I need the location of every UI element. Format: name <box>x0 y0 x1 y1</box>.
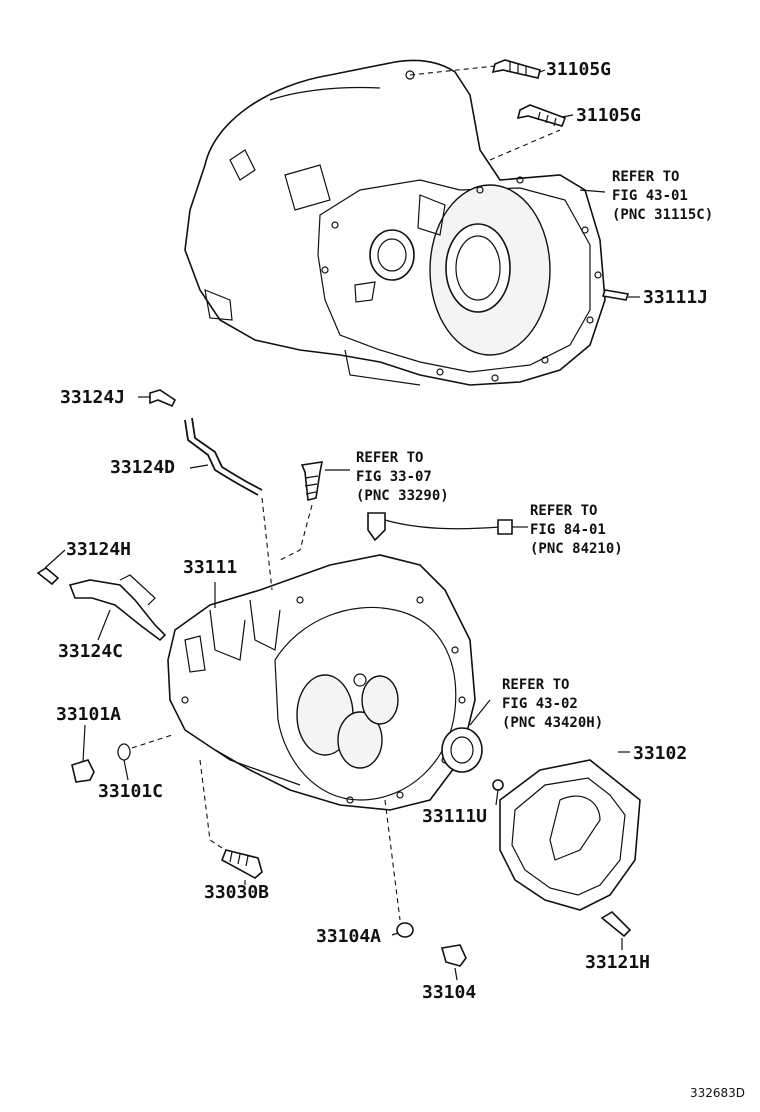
refer-43-01-line3: (PNC 31115C) <box>612 207 713 223</box>
refer-33-07-line1: REFER TO <box>356 450 423 466</box>
label-33111j: 33111J <box>643 287 708 308</box>
leader-dash-bolt2 <box>489 129 561 161</box>
plug-33104 <box>440 944 467 967</box>
refer-84-01-line3: (PNC 84210) <box>530 541 623 557</box>
label-33124d: 33124D <box>110 457 175 478</box>
cover-33102 <box>499 759 641 911</box>
refer-33-07-line3: (PNC 33290) <box>356 488 449 504</box>
leader-dash-33030b <box>199 759 226 851</box>
leader-dash-33124d <box>261 497 273 591</box>
leader-dash-33101 <box>131 734 173 749</box>
plug-33101a <box>71 759 95 783</box>
label-33102: 33102 <box>633 743 687 764</box>
label-33121h: 33121H <box>585 952 650 973</box>
label-33030b: 33030B <box>204 882 269 903</box>
part-refer-43420h <box>441 727 483 773</box>
bracket-33124c <box>68 574 167 642</box>
label-33111u: 33111U <box>422 806 487 827</box>
gasket-33101c <box>117 743 131 761</box>
leader-lines <box>44 69 640 981</box>
pin-33111j <box>601 289 630 301</box>
label-33124h: 33124H <box>66 539 131 560</box>
label-33111: 33111 <box>183 557 237 578</box>
refer-84-01-line2: FIG 84-01 <box>530 522 606 538</box>
bolt-31105g-lower <box>516 104 567 127</box>
refer-43-02-line3: (PNC 43420H) <box>502 715 603 731</box>
bolt-33121h <box>600 910 632 938</box>
bracket-33124d <box>184 417 263 496</box>
label-33104: 33104 <box>422 982 476 1003</box>
leader-dash-33290 <box>279 504 313 561</box>
refer-note-43-01: REFER TO FIG 43-01 (PNC 31115C) <box>612 169 713 223</box>
pin-33111u <box>492 779 504 791</box>
label-33104a: 33104A <box>316 926 381 947</box>
refer-note-33-07: REFER TO FIG 33-07 (PNC 33290) <box>356 450 449 504</box>
label-31105g-lower: 31105G <box>576 105 641 126</box>
part-refer-33290 <box>300 461 324 501</box>
refer-43-01-line1: REFER TO <box>612 169 679 185</box>
refer-43-02-line1: REFER TO <box>502 677 569 693</box>
refer-43-02-line2: FIG 43-02 <box>502 696 578 712</box>
refer-43-01-line2: FIG 43-01 <box>612 188 688 204</box>
upper-housing <box>184 59 606 386</box>
transaxle-case-33111 <box>167 554 476 811</box>
refer-note-43-02: REFER TO FIG 43-02 (PNC 43420H) <box>502 677 603 731</box>
refer-33-07-line2: FIG 33-07 <box>356 469 432 485</box>
leader-dash-33104 <box>384 799 401 921</box>
part-labels: 31105G 31105G 33111J 33124J 33124D 33124… <box>56 59 708 1003</box>
label-33124j: 33124J <box>60 387 125 408</box>
bolt-33030b <box>220 849 263 879</box>
bolt-33124j <box>149 389 177 408</box>
gasket-33104a <box>396 922 414 938</box>
diagram-id: 332683D <box>690 1086 745 1100</box>
part-refer-84210 <box>367 512 513 542</box>
refer-to-notes: REFER TO FIG 43-01 (PNC 31115C) REFER TO… <box>356 169 713 731</box>
label-31105g-upper: 31105G <box>546 59 611 80</box>
refer-84-01-line1: REFER TO <box>530 503 597 519</box>
label-33101a: 33101A <box>56 704 121 725</box>
label-33101c: 33101C <box>98 781 163 802</box>
label-33124c: 33124C <box>58 641 123 662</box>
bolt-31105g-upper <box>491 59 541 79</box>
bolt-33124h <box>36 567 60 586</box>
refer-note-84-01: REFER TO FIG 84-01 (PNC 84210) <box>530 503 623 557</box>
